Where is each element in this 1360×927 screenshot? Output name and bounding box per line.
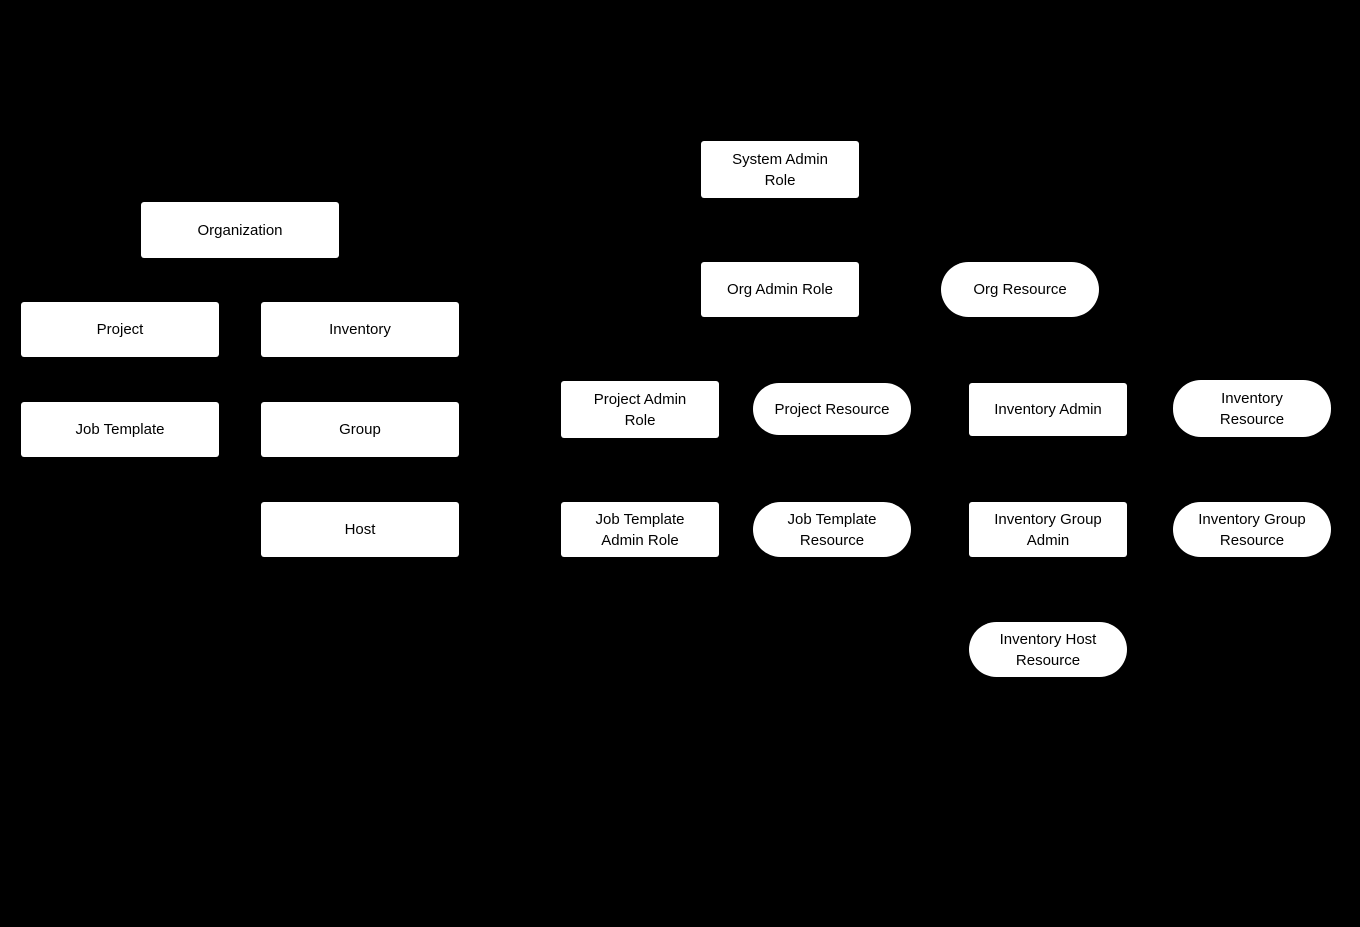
node-org-admin-role: Org Admin Role: [701, 262, 859, 317]
node-inventory-host-resource-label: Inventory Host Resource: [999, 630, 1097, 669]
node-job-template-label: Job Template: [75, 421, 165, 438]
node-system-admin-role: System Admin Role: [701, 141, 859, 198]
node-project-admin-role: Project Admin Role: [561, 381, 719, 438]
node-job-template-admin-role: Job Template Admin Role: [561, 502, 719, 557]
node-project-admin-role-label: Project Admin Role: [593, 390, 687, 429]
node-system-admin-role-label: System Admin Role: [732, 150, 828, 189]
node-inventory-admin-label: Inventory Admin: [994, 401, 1102, 418]
node-job-template-resource-label: Job Template Resource: [787, 510, 877, 549]
node-org-resource-label: Org Resource: [973, 281, 1067, 298]
node-inventory-group-admin-label: Inventory Group Admin: [994, 510, 1102, 549]
node-job-template-admin-role-label: Job Template Admin Role: [595, 510, 685, 549]
node-org-resource: Org Resource: [941, 262, 1099, 317]
node-job-template: Job Template: [21, 402, 219, 457]
node-group-label: Group: [339, 421, 381, 438]
node-project-resource: Project Resource: [753, 383, 911, 435]
node-host-label: Host: [344, 521, 376, 538]
node-host: Host: [261, 502, 459, 557]
node-inventory: Inventory: [261, 302, 459, 357]
node-inventory-group-resource: Inventory Group Resource: [1173, 502, 1331, 557]
node-project-label: Project: [96, 321, 144, 338]
node-org-admin-role-label: Org Admin Role: [727, 281, 833, 298]
node-inventory-admin: Inventory Admin: [969, 383, 1127, 436]
node-inventory-host-resource: Inventory Host Resource: [969, 622, 1127, 677]
node-organization: Organization: [141, 202, 339, 258]
node-inventory-resource-label: Inventory Resource: [1219, 389, 1285, 428]
node-inventory-group-resource-label: Inventory Group Resource: [1198, 510, 1306, 549]
node-inventory-group-admin: Inventory Group Admin: [969, 502, 1127, 557]
node-project-resource-label: Project Resource: [774, 400, 890, 418]
node-job-template-resource: Job Template Resource: [753, 502, 911, 557]
node-inventory-label: Inventory: [329, 321, 391, 338]
node-inventory-resource: Inventory Resource: [1173, 380, 1331, 437]
node-project: Project: [21, 302, 219, 357]
node-group: Group: [261, 402, 459, 457]
node-organization-label: Organization: [197, 221, 283, 239]
